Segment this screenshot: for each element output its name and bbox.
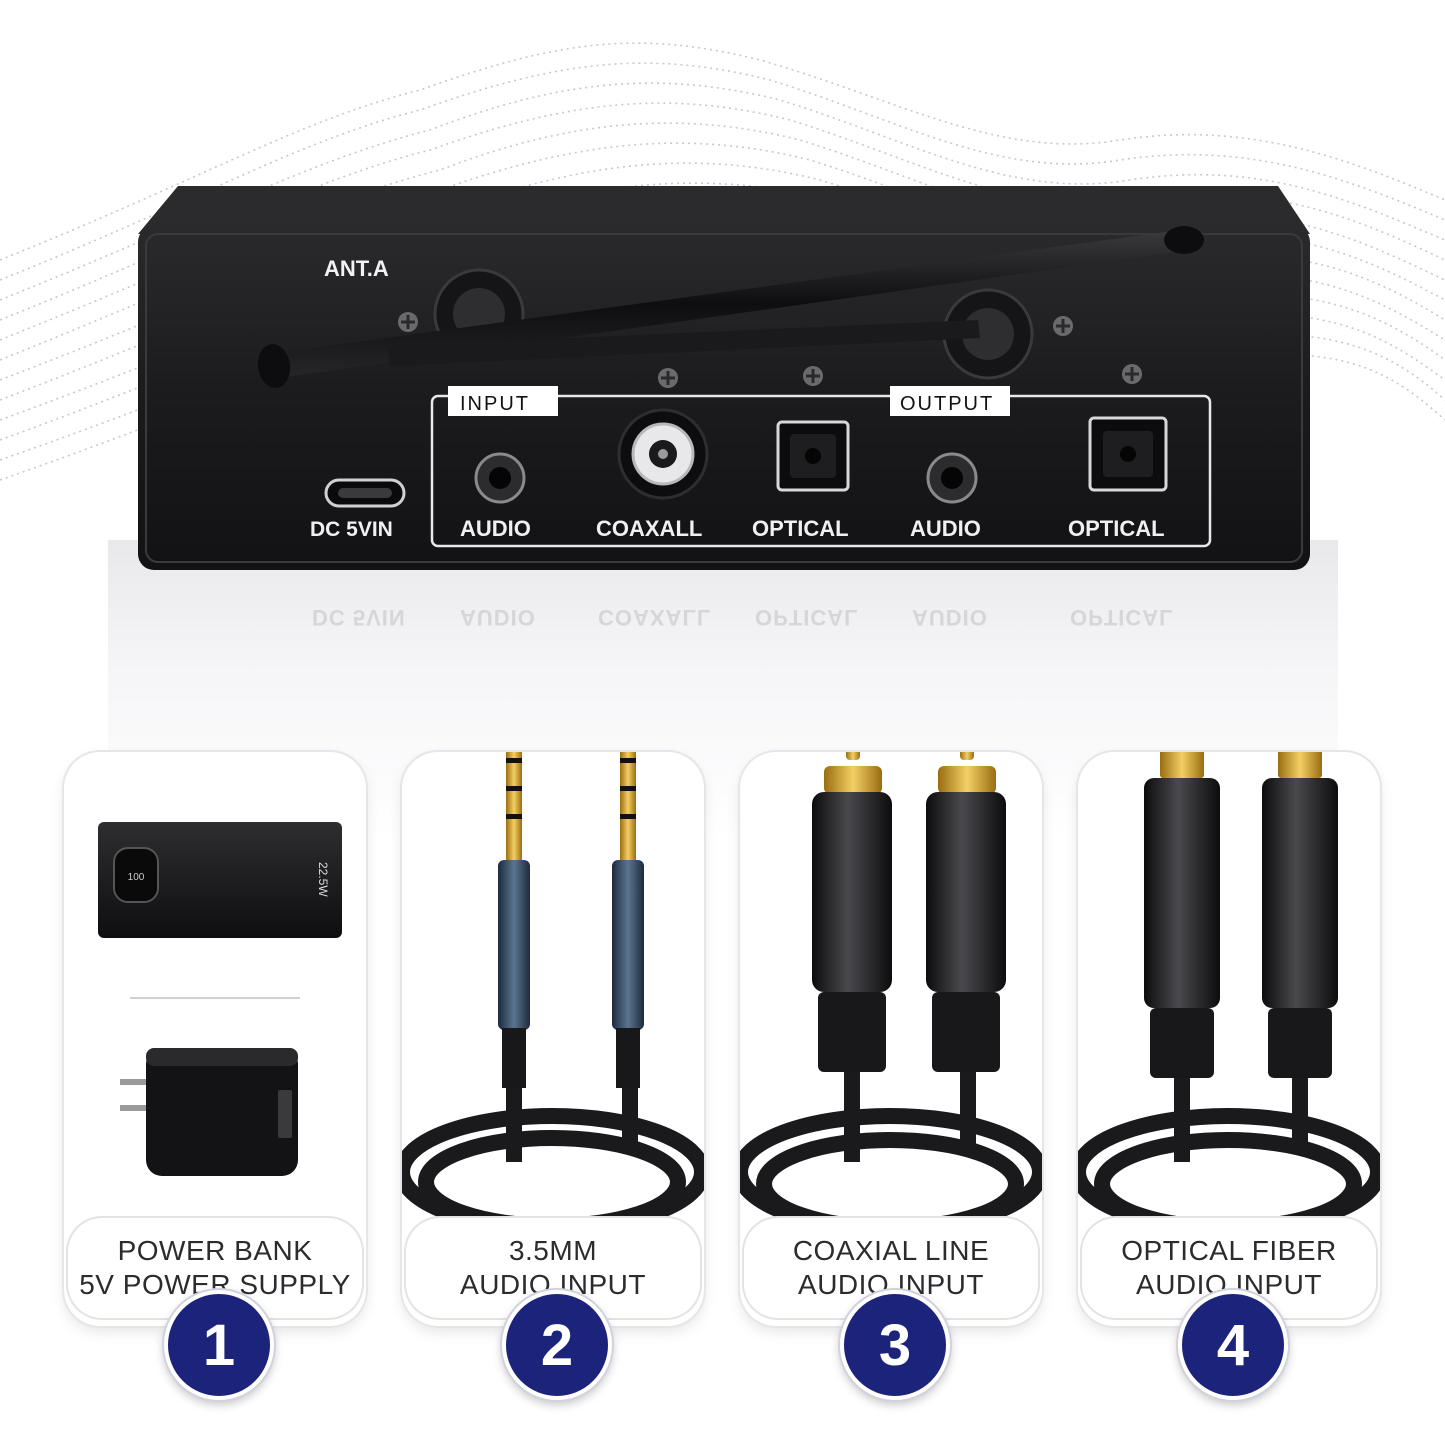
cable-coil (402, 1082, 704, 1222)
audio-transmitter-device: ANT.A INPUT OUTPUT DC 5VIN AUDIO COAXALL… (138, 186, 1310, 570)
screw-icon (803, 366, 823, 386)
optical-plug-icon (1262, 752, 1338, 1078)
optical-port (1088, 416, 1168, 492)
antenna (257, 226, 1204, 388)
output-label-box (890, 386, 1010, 416)
rca-plug-icon (812, 752, 892, 1072)
screw-icon (1053, 316, 1073, 336)
screw-icon (398, 312, 418, 332)
power-port-label: DC 5VIN (310, 518, 393, 541)
power-bank-icon: 100 22.5W (98, 822, 342, 938)
screw-icon (1122, 364, 1142, 384)
output-group-label: OUTPUT (900, 393, 994, 415)
caption-line: OPTICAL FIBER (1121, 1235, 1337, 1266)
cable-coil (740, 1072, 1042, 1222)
audio-jack-port (474, 452, 526, 504)
caption-line: COAXIAL LINE (792, 1235, 990, 1266)
io-panel-frame (430, 394, 1212, 548)
input-group-label: INPUT (460, 393, 530, 415)
power-bank-display: 22.5W (316, 862, 330, 897)
port-label: AUDIO (910, 516, 981, 541)
toslink-optical-cable-image (1078, 752, 1380, 1222)
number-badge: 4 (1178, 1290, 1288, 1400)
port-label: AUDIO (460, 516, 531, 541)
antenna (388, 320, 980, 366)
usb-charger-icon (120, 1048, 298, 1176)
number-badge: 1 (164, 1290, 274, 1400)
svg-text:100: 100 (128, 872, 145, 883)
rca-coaxial-cable-image (740, 752, 1042, 1222)
antenna-label: ANT.A (324, 256, 389, 281)
audio-input-card: 3.5MM AUDIO INPUT (402, 752, 704, 1326)
caption-line: 3.5MM (508, 1235, 598, 1266)
caption-line: POWER BANK (117, 1235, 313, 1266)
port-label: OPTICAL (752, 516, 849, 541)
port-label: COAXALL (596, 516, 702, 541)
power-supply-card: 100 22.5W POWER BANK 5V POWER SUPPLY (64, 752, 366, 1326)
coaxial-port (617, 408, 709, 500)
input-label-box (448, 386, 558, 416)
3.5mm-audio-cable-image (402, 752, 704, 1222)
optical-plug-icon (1144, 752, 1220, 1078)
cable-coil (1078, 1072, 1380, 1222)
audio-plug-icon (498, 752, 530, 1088)
card-caption: COAXIAL LINE AUDIO INPUT (744, 1218, 1038, 1318)
audio-plug-icon (612, 752, 644, 1088)
power-bank-and-charger-image: 100 22.5W (98, 822, 342, 1176)
screw-icon (658, 368, 678, 388)
optical-port (776, 420, 850, 492)
port-label: OPTICAL (1068, 516, 1165, 541)
device-top-shell (138, 186, 1310, 234)
audio-jack-port (926, 452, 978, 504)
rca-plug-icon (926, 752, 1006, 1072)
coaxial-input-card: COAXIAL LINE AUDIO INPUT (740, 752, 1042, 1326)
number-badge: 2 (502, 1290, 612, 1400)
optical-input-card: OPTICAL FIBER AUDIO INPUT (1078, 752, 1380, 1326)
number-badge: 3 (840, 1290, 950, 1400)
